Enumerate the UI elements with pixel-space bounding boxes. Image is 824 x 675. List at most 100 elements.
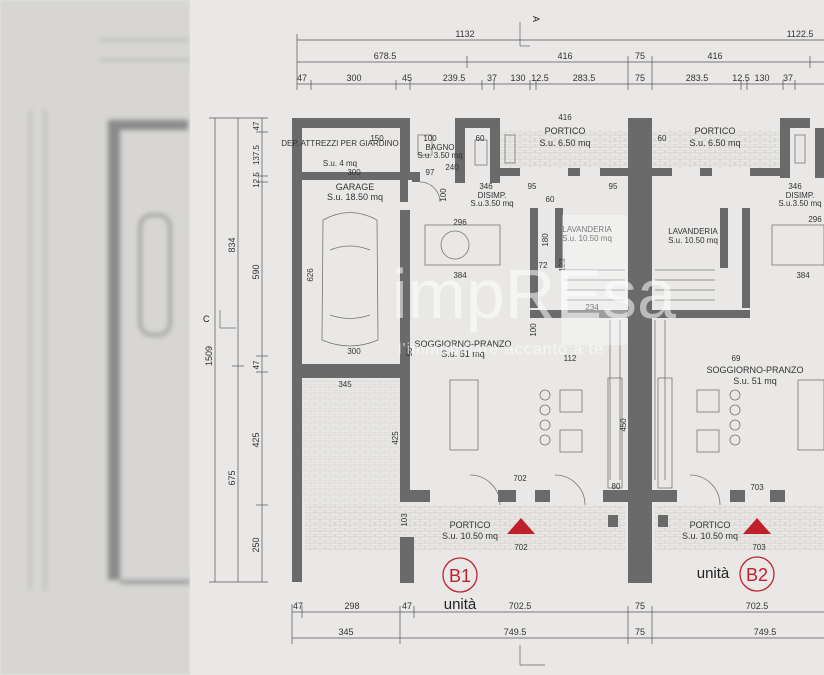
- room-portico-bottom-area-b2: S.u. 10.50 mq: [682, 531, 738, 541]
- unit-b1-label: B1: [449, 566, 471, 586]
- room-soggiorno-name-b1: SOGGIORNO-PRANZO: [414, 339, 511, 349]
- room-labels: DEP. ATTREZZI PER GIARDINO S.u. 4 mq BAG…: [281, 126, 821, 541]
- dim-inner-11: 60: [546, 195, 555, 204]
- room-soggiorno-area-b1: S.u. 51 mq: [441, 349, 485, 359]
- room-disimp-area-b1: S.u.3.50 mq: [470, 199, 513, 208]
- watermark: impREsa l'immobiliare accanto a te: [392, 215, 676, 358]
- section-mark-a: A: [519, 16, 545, 666]
- dim-left-total: 1509: [204, 346, 214, 366]
- dim-bottom-row1-2: 47: [402, 601, 412, 611]
- dim-top-row2-2: 75: [635, 51, 645, 61]
- dim-left-part-2: 12.5: [252, 172, 261, 188]
- dim-top-row3-0: 47: [297, 73, 307, 83]
- dim-inner-7: 100: [439, 188, 448, 202]
- dim-bottom-row1-5: 702.5: [746, 601, 769, 611]
- unit-b2-text: unità: [697, 565, 730, 582]
- dim-left-part-5: 425: [251, 432, 261, 447]
- blurred-plan-sketch: [29, 39, 190, 590]
- dim-bottom-row2-1: 749.5: [504, 627, 527, 637]
- room-soggiorno-name-b2: SOGGIORNO-PRANZO: [706, 365, 803, 375]
- dim-inner-2: 100: [423, 134, 437, 143]
- dim-inner-34: 60: [658, 134, 667, 143]
- room-lavanderia-name-b1: LAVANDERIA: [562, 225, 612, 234]
- dim-top-total-left: 1132: [455, 29, 474, 39]
- room-garage-area: S.u. 18.50 mq: [327, 192, 383, 202]
- dim-left-mid-0: 834: [227, 237, 237, 252]
- room-portico-bottom-name-b2: PORTICO: [690, 520, 731, 530]
- dim-top-row3-8: 75: [635, 73, 645, 83]
- dim-bottom-row2-3: 749.5: [754, 627, 777, 637]
- dim-top-row2-1: 416: [557, 51, 572, 61]
- room-lavanderia-area-b1: S.u. 10.50 mq: [562, 234, 612, 243]
- unit-b1-text: unità: [444, 596, 477, 613]
- top-dimensions: 1132 1122.5 678.5 416 75 416 47 300 45 2…: [296, 29, 824, 90]
- dim-bottom-row1-1: 298: [344, 601, 359, 611]
- dim-inner-20: 112: [564, 354, 577, 363]
- room-lavanderia-area-b2: S.u. 10.50 mq: [668, 236, 718, 245]
- dim-inner-19: 100: [529, 323, 538, 337]
- section-letter-a: A: [531, 16, 541, 22]
- room-garage-name: GARAGE: [336, 182, 375, 192]
- entry-arrow-b2: [743, 518, 771, 534]
- dim-left-mid-1: 675: [227, 470, 237, 485]
- dim-top-row2-0: 678.5: [374, 51, 397, 61]
- dim-inner-25: 425: [391, 431, 400, 445]
- dim-inner-16: 123: [558, 258, 567, 272]
- room-lavanderia-name-b2: LAVANDERIA: [668, 227, 718, 236]
- dim-top-row2-3: 416: [707, 51, 722, 61]
- dim-top-row3-10: 12.5: [732, 73, 750, 83]
- room-disimp-area-b2: S.u.3.50 mq: [778, 199, 821, 208]
- dim-left-part-1: 137.5: [252, 144, 261, 165]
- left-dimensions: 1509 834 675 47 137.5 12.5 590 47 425 25…: [204, 117, 268, 583]
- dim-inner-31: 346: [788, 182, 802, 191]
- room-disimp-name-b2: DISIMP.: [786, 191, 815, 200]
- dim-inner-28: 80: [612, 482, 621, 491]
- dim-inner-21: 69: [732, 354, 741, 363]
- dim-top-row3-2: 45: [402, 73, 412, 83]
- dim-top-row3-3: 239.5: [443, 73, 466, 83]
- dim-inner-22: 90: [405, 347, 414, 356]
- dim-inner-27: 702: [513, 474, 527, 483]
- inner-dimensions: 416 150 100 60 300 240 97 100 346 95 95 …: [306, 113, 822, 527]
- dim-inner-14: 626: [306, 268, 315, 282]
- room-portico-bottom-area-b1: S.u. 10.50 mq: [442, 531, 498, 541]
- room-portico-bottom-name-b1: PORTICO: [450, 520, 491, 530]
- dim-inner-5: 240: [445, 163, 459, 172]
- dim-inner-10: 95: [609, 182, 618, 191]
- dim-inner-30: 703: [750, 483, 764, 492]
- dim-inner-17: 180: [541, 233, 550, 247]
- bottom-dimensions: 47 298 47 702.5 75 702.5 345 749.5 75 74…: [291, 601, 824, 644]
- unit-b2-label: B2: [746, 565, 768, 585]
- dim-top-total-right: 1122.5: [787, 29, 814, 39]
- dim-entry-b2: 703: [752, 543, 766, 552]
- room-soggiorno-area-b2: S.u. 51 mq: [733, 376, 777, 386]
- dim-top-row3-5: 130: [510, 73, 525, 83]
- room-portico-top-name-b1: PORTICO: [545, 126, 586, 136]
- dim-inner-13: 384: [453, 271, 467, 280]
- room-bagno-area: S.u. 3.50 mq: [417, 151, 462, 160]
- dim-top-row3-11: 130: [754, 73, 769, 83]
- dim-bottom-row2-2: 75: [635, 627, 645, 637]
- watermark-block: [562, 215, 627, 345]
- dim-left-part-0: 47: [252, 121, 261, 130]
- entry-arrow-b1: [507, 518, 535, 534]
- dim-top-row3-9: 283.5: [686, 73, 709, 83]
- dim-bottom-row1-0: 47: [293, 601, 303, 611]
- dim-bottom-row1-3: 702.5: [509, 601, 532, 611]
- dim-inner-23: 300: [347, 347, 361, 356]
- dim-left-part-4: 47: [252, 360, 261, 369]
- dim-inner-29: 103: [400, 513, 409, 527]
- watermark-logo: impREsa: [392, 255, 676, 333]
- dim-left-part-3: 590: [251, 264, 261, 279]
- dim-inner-1: 150: [370, 134, 384, 143]
- dim-inner-9: 95: [528, 182, 537, 191]
- dim-top-row3-6: 12.5: [531, 73, 549, 83]
- room-portico-top-area-b1: S.u. 6.50 mq: [539, 138, 590, 148]
- dim-bottom-row2-0: 345: [338, 627, 353, 637]
- dim-inner-12: 296: [453, 218, 467, 227]
- dim-inner-3: 60: [476, 134, 485, 143]
- dim-top-row3-12: 37: [783, 73, 793, 83]
- dim-inner-8: 346: [479, 182, 493, 191]
